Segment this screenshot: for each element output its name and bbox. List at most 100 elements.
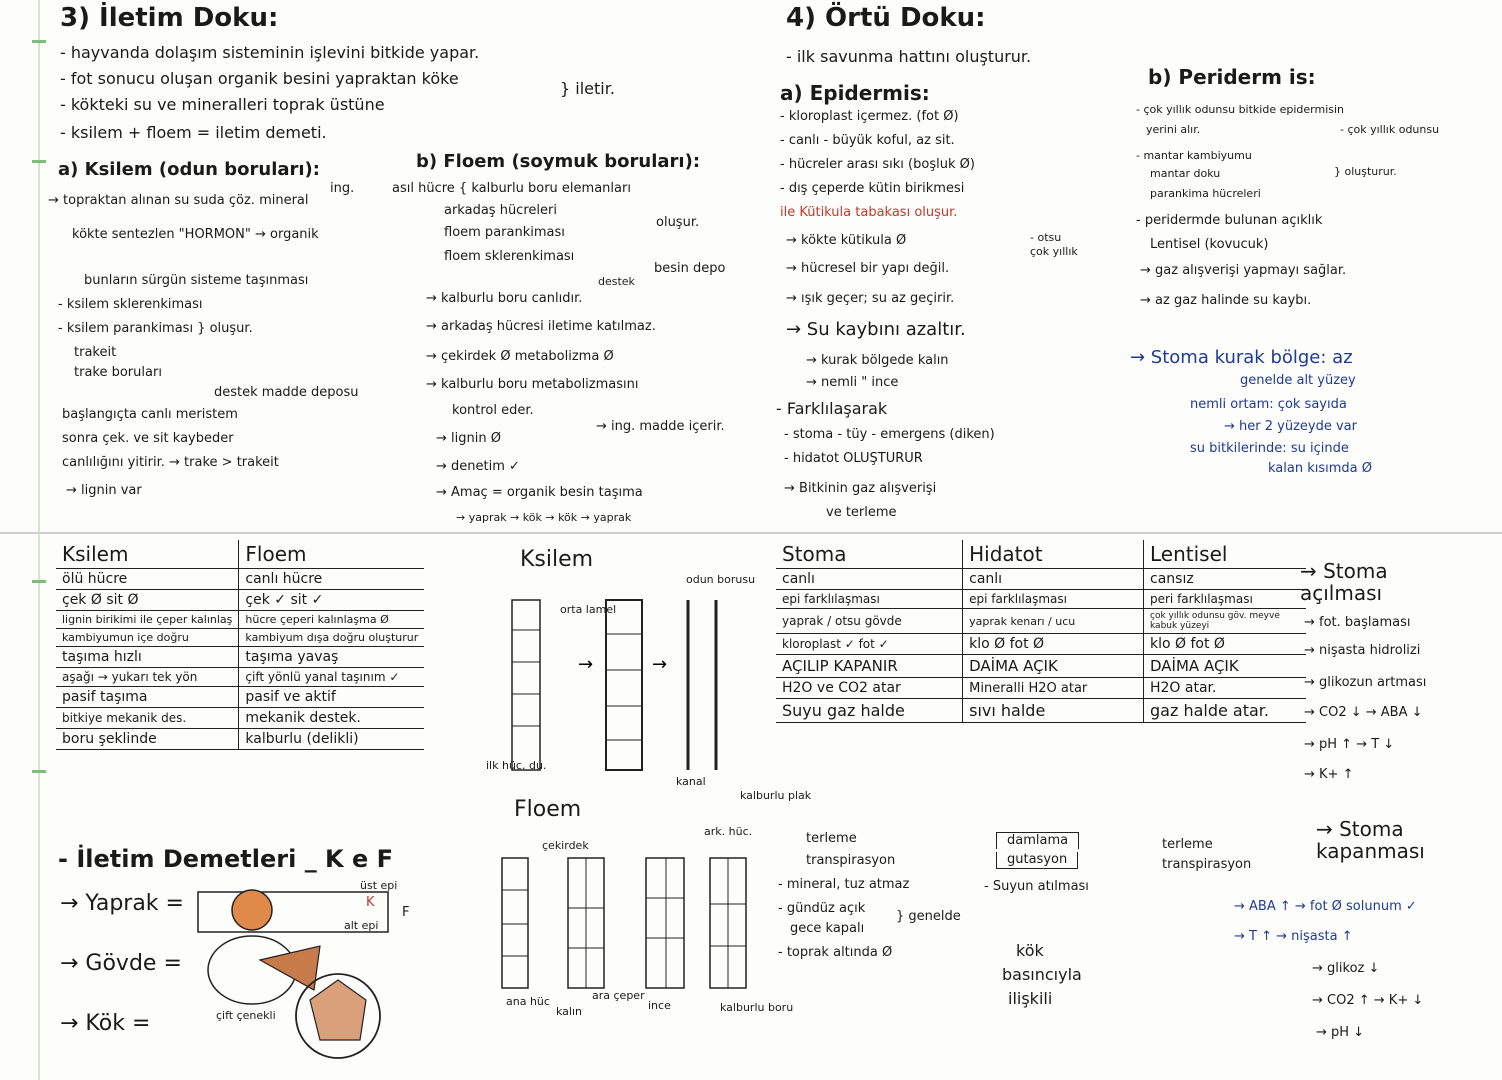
yaprak-vascular-bundle — [231, 889, 273, 931]
stoma-kapanma-title: → Stoma kapanması — [1316, 817, 1425, 863]
table-header-row: Ksilem Floem — [56, 540, 425, 569]
floem-besin-depo: besin depo — [654, 261, 726, 276]
floem-line: → denetim ✓ — [436, 459, 520, 474]
epidermis-line: ile Kütikula tabakası oluşur. — [780, 205, 958, 220]
floem-destek: destek — [598, 275, 635, 288]
margin-mark — [32, 770, 46, 773]
periderm-line: → her 2 yüzeyde var — [1224, 419, 1357, 434]
table-cell: kambiyum dışa doğru oluşturur — [238, 628, 425, 647]
stoma-below: - gündüz açık — [778, 901, 866, 916]
k-label: K — [366, 895, 375, 910]
table-header-row: Stoma Hidatot Lentisel — [776, 540, 1306, 569]
epidermis-line: → kurak bölgede kalın — [806, 353, 949, 368]
hidatot-below: - Suyun atılması — [984, 879, 1089, 894]
floem-line: → kalburlu boru canlıdır. — [426, 291, 583, 306]
table-cell: Mineralli H2O atar — [962, 677, 1144, 699]
table-cell: çek ✓ sit ✓ — [238, 589, 425, 611]
table-cell: çok yıllık odunsu göv. meyve kabuk yüzey… — [1143, 608, 1306, 634]
periderm-line: kalan kısımda Ø — [1268, 461, 1372, 476]
epidermis-line: → ışık geçer; su az geçirir. — [786, 291, 955, 306]
epidermis-line: - canlı - büyük koful, az sit. — [780, 133, 955, 148]
periderm-line: su bitkilerinde: su içinde — [1190, 441, 1349, 456]
periderm-line: yerini alır. — [1146, 123, 1201, 136]
margin-mark — [32, 160, 46, 163]
periderm-line: Lentisel (kovucuk) — [1150, 237, 1269, 252]
acilma-item: → pH ↑ → T ↓ — [1304, 737, 1395, 752]
table-header: Hidatot — [962, 540, 1144, 569]
periderm-line: nemli ortam: çok sayıda — [1190, 397, 1347, 412]
table-cell: çift yönlü yanal taşınım ✓ — [238, 667, 425, 687]
periderm-line: mantar doku — [1150, 167, 1221, 180]
epidermis-line: ve terleme — [826, 505, 897, 520]
stoma-below: } genelde — [896, 909, 961, 924]
margin-mark — [32, 40, 46, 43]
ksilem-line: trake boruları — [74, 365, 162, 380]
stoma-acilma-title: → Stoma açılması — [1300, 559, 1388, 605]
table-cell: AÇILIP KAPANIR — [776, 654, 963, 678]
f-label: F — [402, 905, 410, 920]
odun-borusu-label: odun borusu — [686, 573, 756, 586]
kapanma-item: → pH ↓ — [1316, 1025, 1365, 1040]
kalburlu-boru-label: kalburlu boru — [720, 1001, 794, 1014]
iletim-title: 3) İletim Doku: — [60, 3, 279, 33]
hidatot-below: kök — [1016, 941, 1044, 960]
epidermis-line: - otsu — [1030, 231, 1062, 244]
floem-line: → Amaç = organik besin taşıma — [436, 485, 643, 500]
epidermis-line: → nemli " ince — [806, 375, 899, 390]
table-cell: taşıma hızlı — [56, 646, 239, 668]
iletim-line: - ksilem + floem = iletim demeti. — [60, 123, 327, 142]
stoma-below: - mineral, tuz atmaz — [778, 877, 910, 892]
hidatot-below: basıncıyla — [1002, 965, 1082, 984]
periderm-line: - peridermde bulunan açıklık — [1136, 213, 1323, 228]
floem-line: → yaprak → kök → kök → yaprak — [456, 511, 632, 524]
table-cell: çek Ø sit Ø — [56, 589, 239, 611]
epidermis-line: - stoma - tüy - emergens (diken) — [784, 427, 995, 442]
table-cell: cansız — [1143, 568, 1306, 590]
floem-line: → lignin Ø — [436, 431, 501, 446]
floem-diagram-title: Floem — [514, 797, 582, 822]
epidermis-line: → Bitkinin gaz alışverişi — [784, 481, 937, 496]
epidermis-line: - kloroplast içermez. (fot Ø) — [780, 109, 959, 124]
acilma-item: → fot. başlaması — [1304, 615, 1411, 630]
table-cell: DAİMA AÇIK — [1143, 654, 1306, 678]
orta-lamel-label: orta lamel — [560, 603, 617, 616]
kok-shape — [295, 973, 381, 1059]
ince-label: ince — [648, 999, 671, 1012]
lentisel-below: terleme — [1162, 837, 1213, 852]
lentisel-below: transpirasyon — [1162, 857, 1252, 872]
table-cell: kambiyumun içe doğru — [56, 628, 239, 647]
table-header: Stoma — [776, 540, 963, 569]
floem-line: → kalburlu boru metabolizmasını — [426, 377, 639, 392]
acilma-item: → CO2 ↓ → ABA ↓ — [1304, 705, 1423, 720]
table-cell: canlı — [776, 568, 963, 590]
kapanma-item: → glikoz ↓ — [1312, 961, 1380, 976]
notebook-margin-line — [38, 0, 40, 1080]
ark-hucre-label: ark. hüc. — [704, 825, 753, 838]
table-cell: yaprak / otsu gövde — [776, 608, 963, 634]
table-cell: kalburlu (delikli) — [238, 728, 425, 750]
iletim-line: - fot sonucu oluşan organik besini yapra… — [60, 69, 459, 88]
epidermis-line: - dış çeperde kütin birikmesi — [780, 181, 965, 196]
yaprak-shape — [197, 891, 389, 933]
demet-govde: → Gövde = — [60, 951, 182, 976]
svg-text:→: → — [578, 654, 593, 675]
table-cell: epi farklılaşması — [776, 589, 963, 609]
table-cell: H2O ve CO2 atar — [776, 677, 963, 699]
periderm-line: → az gaz halinde su kaybı. — [1140, 293, 1312, 308]
stoma-below: terleme — [806, 831, 857, 846]
kapanma-item: → CO2 ↑ → K+ ↓ — [1312, 993, 1424, 1008]
floem-line: asıl hücre { kalburlu boru elemanları — [392, 181, 631, 196]
iletir-label: } iletir. — [560, 79, 615, 98]
floem-line: → arkadaş hücresi iletime katılmaz. — [426, 319, 656, 334]
